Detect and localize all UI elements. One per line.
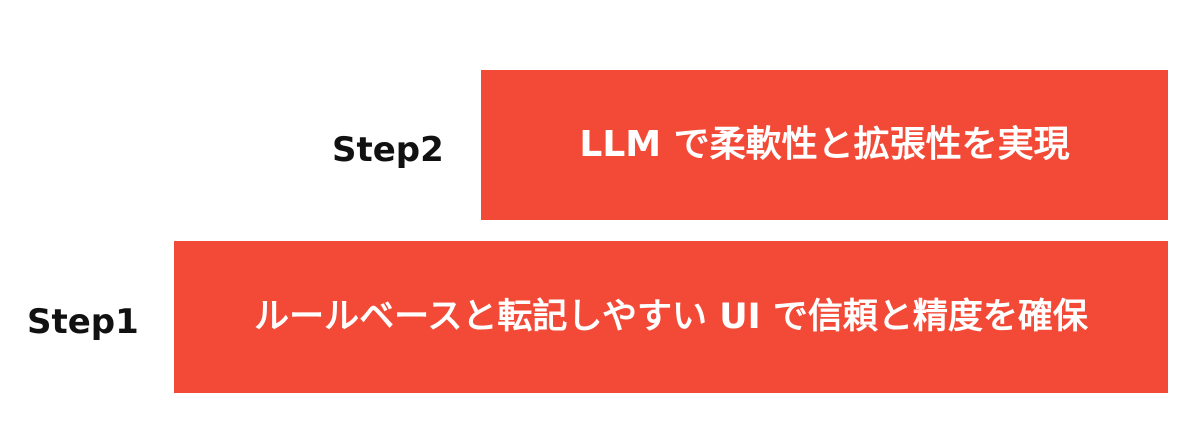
step2-box: LLM で柔軟性と拡張性を実現 (481, 70, 1168, 220)
step1-box: ルールベースと転記しやすい UI で信頼と精度を確保 (174, 241, 1168, 393)
step1-label: Step1 (27, 302, 139, 342)
step2-description: LLM で柔軟性と拡張性を実現 (579, 124, 1070, 165)
step1-description: ルールベースと転記しやすい UI で信頼と精度を確保 (254, 297, 1088, 337)
step2-label: Step2 (332, 130, 444, 170)
